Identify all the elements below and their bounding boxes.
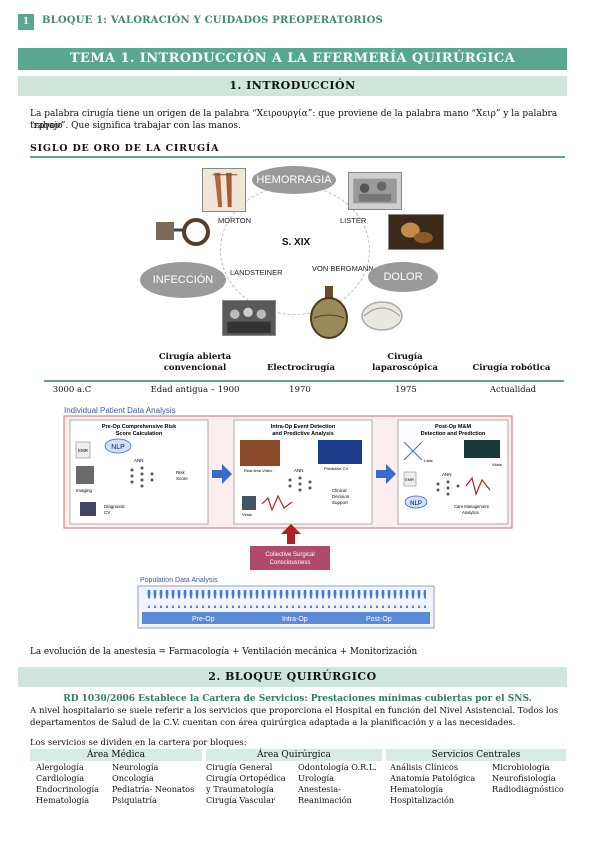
panel2-predictive: Predictive CV	[324, 466, 349, 471]
panel2-title-2: and Predictive Analysis	[272, 431, 334, 437]
panel1-ann: ANN	[134, 458, 144, 463]
panel3-care-1: Care Management	[454, 504, 490, 509]
phase-intra-op: Intra-Op	[282, 616, 308, 623]
page-header: 1 BLOQUE 1: VALORACIÓN Y CUIDADOS PREOPE…	[0, 14, 599, 30]
header-title: BLOQUE 1: VALORACIÓN Y CUIDADOS PREOPERA…	[42, 15, 383, 26]
timeline-date: 1970	[289, 385, 311, 395]
services-list-medica-b: Neurología Oncología Pediatría- Neonatos…	[112, 762, 195, 805]
consciousness-1: Collective Surgical	[265, 552, 314, 558]
panel3-care-2: Analytics	[462, 510, 479, 515]
panel3-title-2: Detection and Prediction	[421, 431, 486, 437]
panel1-diagnostic: Diagnostic	[104, 504, 126, 509]
anestesia-line: La evolución de la anestesia = Farmacolo…	[30, 647, 418, 657]
services-list-quirurgica-b: Odontología O.R.L. Urología Anestesia- R…	[298, 762, 377, 805]
landsteiner-image	[222, 300, 276, 336]
timeline-heading-abierta: Cirugía abierta convencional	[158, 352, 232, 373]
intro-heading-band: 1. INTRODUCCIÓN	[18, 76, 567, 96]
lister-image	[348, 172, 402, 210]
panel2-ann: ANN	[294, 468, 304, 473]
panel2-title-1: Intra-Op Event Detection	[271, 424, 336, 430]
timeline-date: Actualidad	[489, 385, 537, 395]
bloque-paragraph-2: departamentos de Salud de la C.V. cuenta…	[30, 718, 516, 728]
label-morton: MORTON	[218, 216, 252, 225]
population-glyphs	[146, 590, 426, 608]
label-landsteiner: LANDSTEINER	[230, 268, 283, 277]
consciousness-2: Consciousness	[270, 560, 311, 566]
panel1-cv: CV	[104, 510, 110, 515]
services-header-quirurgica: Área Quirúrgica	[206, 749, 382, 761]
siglo-divider	[30, 156, 565, 158]
panel1-risk-2: Score	[176, 476, 188, 481]
intro-paragraph-line-2: “εργον”. Que significa trabajar con las …	[30, 121, 241, 131]
timeline-heading-laparo: Cirugía laparoscópica	[372, 352, 438, 373]
panel2-vitals: Vitals	[242, 512, 252, 517]
panel3-ann: ANN	[442, 472, 452, 477]
services-list-centrales-a: Análisis Clínicos Anatomía Patológica He…	[390, 762, 476, 805]
timeline-heading-robotica: Cirugía robótica	[472, 363, 551, 373]
ai-surgery-figure: Individual Patient Data Analysis Pre-Op …	[63, 406, 513, 629]
label-von-bergmann: VON BERGMANN	[312, 264, 374, 273]
panel1-emr: EMR	[78, 448, 89, 453]
panel2-cds-3: Support	[332, 500, 349, 505]
morton-image	[202, 168, 246, 212]
figure-title: Individual Patient Data Analysis	[64, 406, 176, 415]
services-list-centrales-b: Microbiología Neurofisiología Radiodiagn…	[492, 762, 564, 794]
bloque-heading: 2. BLOQUE QUIRÚRGICO	[208, 670, 377, 683]
panel3-title-1: Post-Op M&M	[435, 424, 471, 430]
bubble-hemorragia: HEMORRAGIA	[252, 166, 336, 194]
siglo-diagram: MORTON HEMORRAGIA LISTER S. XIX INFECCIÓ…	[130, 160, 450, 345]
anesthesia-mask-image	[361, 301, 403, 331]
tema-title-band: TEMA 1. INTRODUCCIÓN A LA EFERMERÍA QUIR…	[18, 48, 567, 70]
panel2-cds-2: Decision	[332, 494, 350, 499]
arrow-1	[212, 464, 232, 484]
timeline-date: Edad antigua – 1900	[150, 385, 240, 395]
timeline-divider	[44, 380, 564, 382]
panel1-title-1: Pre-Op Comprehensive Risk	[102, 424, 177, 430]
services-list-quirurgica-a: Cirugía General Cirugía Ortopédica y Tra…	[206, 762, 286, 805]
panel3-labs: Labs	[424, 458, 433, 463]
arrow-2	[376, 464, 396, 484]
siglo-heading: SIGLO DE ORO DE LA CIRUGÍA	[30, 143, 220, 154]
intro-heading: 1. INTRODUCCIÓN	[229, 79, 356, 92]
diagram-center: S. XIX	[270, 230, 322, 256]
bloque-heading-band: 2. BLOQUE QUIRÚRGICO	[18, 667, 567, 687]
population-title: Population Data Analysis	[140, 577, 218, 584]
bubble-dolor: DOLOR	[368, 262, 438, 292]
infeccion-device-image	[156, 218, 210, 246]
timeline-date: 1975	[395, 385, 417, 395]
phase-pre-op: Pre-Op	[192, 616, 215, 623]
label-lister: LISTER	[340, 216, 367, 225]
bubble-infeccion: INFECCIÓN	[140, 262, 226, 298]
timeline-heading-electro: Electrocirugía	[266, 363, 336, 373]
panel1-nlp: NLP	[111, 444, 125, 451]
rd-line: RD 1030/2006 Establece la Cartera de Ser…	[63, 694, 532, 704]
panel1-title-2: Score Calculation	[116, 431, 163, 437]
services-header-medica: Área Médica	[30, 749, 202, 761]
services-header-centrales: Servicios Centrales	[386, 749, 566, 761]
panel3-vitals: Vitals	[492, 462, 502, 467]
phase-post-op: Post-Op	[366, 616, 392, 623]
dolor-painting-image	[388, 214, 444, 250]
panel3-nlp: NLP	[410, 501, 422, 507]
timeline-date: 3000 a.C	[52, 385, 92, 395]
intro-paragraph-line-1: La palabra cirugía tiene un origen de la…	[30, 109, 558, 131]
panel1-risk-1: Risk	[176, 470, 185, 475]
panel3-emr: EMR	[405, 477, 414, 482]
services-label: Los servicios se dividen en la cartera p…	[30, 738, 247, 748]
anesthesia-flask-image	[310, 286, 348, 339]
services-list-medica-a: Alergología Cardiología Endocrinología H…	[36, 762, 100, 805]
panel2-cds-1: Clinical	[332, 488, 347, 493]
tema-title: TEMA 1. INTRODUCCIÓN A LA EFERMERÍA QUIR…	[69, 51, 516, 66]
bloque-paragraph-1: A nivel hospitalario se suele referir a …	[30, 706, 559, 716]
panel1-imaging: Imaging	[76, 488, 93, 493]
page-number: 1	[18, 14, 34, 30]
panel2-video: Real-time Video	[244, 468, 273, 473]
